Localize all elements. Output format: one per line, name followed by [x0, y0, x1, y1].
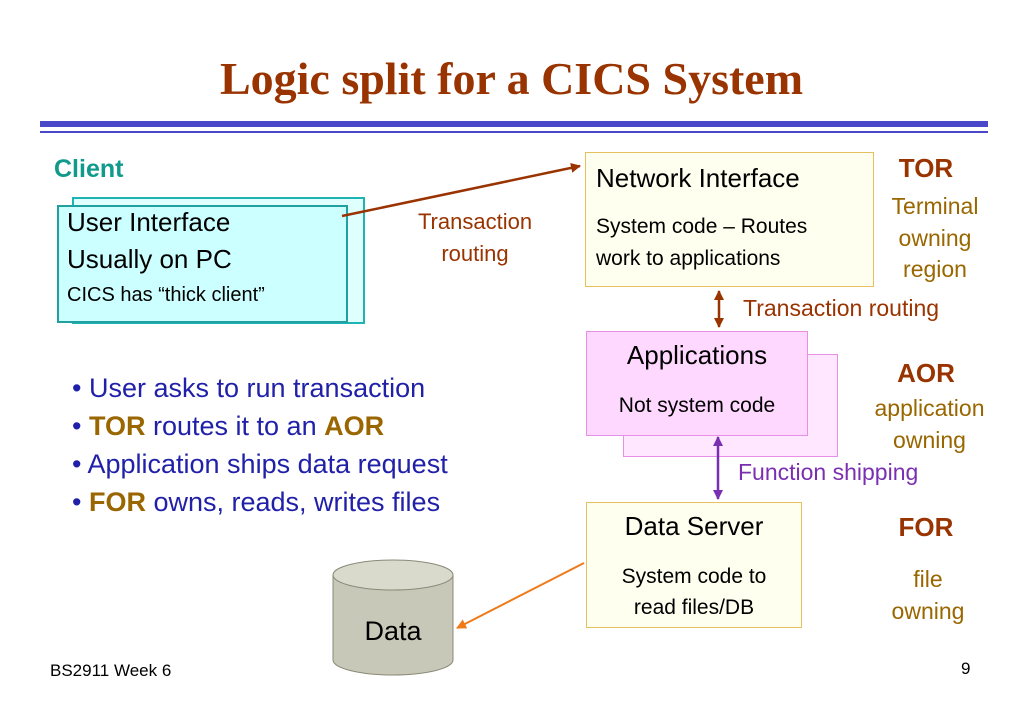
- data-server-desc-line2: read files/DB: [633, 596, 755, 619]
- for-abbr: FOR: [898, 512, 954, 542]
- bullet-marker: •: [72, 487, 82, 517]
- for-desc-line1: file: [913, 566, 943, 592]
- client-routing-label-line1: Transaction: [417, 209, 533, 234]
- bullet-item: • TOR routes it to an AOR: [72, 407, 448, 445]
- bullet-marker: •: [72, 373, 82, 403]
- network-interface-box: [585, 152, 874, 287]
- data-cylinder: [332, 559, 454, 676]
- bullet-marker: •: [72, 449, 82, 479]
- user-interface-location: Usually on PC: [67, 244, 232, 274]
- network-apps-routing-label: Transaction routing: [743, 295, 940, 321]
- user-interface-box: [57, 205, 348, 323]
- function-shipping-label: Function shipping: [738, 459, 919, 485]
- footer-course: BS2911 Week 6: [50, 661, 172, 680]
- tor-desc-line2: owning: [898, 224, 972, 251]
- client-label: Client: [54, 155, 124, 183]
- data-server-title: Data Server: [624, 511, 764, 541]
- aor-desc: application owning: [862, 393, 997, 456]
- network-interface-desc-line1: System code – Routes: [596, 215, 808, 238]
- bullet-text: routes it to an: [145, 411, 325, 441]
- bullet-item: • FOR owns, reads, writes files: [72, 483, 448, 521]
- for-desc-line2: owning: [891, 597, 965, 624]
- page-number: 9: [961, 659, 971, 678]
- bullet-keyword-tor: TOR: [88, 411, 146, 441]
- data-store-label: Data: [364, 616, 422, 646]
- user-interface-note: CICS has “thick client”: [67, 284, 265, 306]
- applications-box: [586, 331, 808, 436]
- network-interface-title: Network Interface: [596, 163, 800, 193]
- applications-desc: Not system code: [618, 394, 776, 417]
- tor-desc: Terminal owning region: [870, 191, 1000, 286]
- aor-desc-line2: owning: [893, 426, 966, 453]
- client-routing-label: Transaction routing: [395, 206, 555, 270]
- title-rule-thick: [40, 121, 988, 127]
- bullet-list: • User asks to run transaction • TOR rou…: [72, 369, 448, 521]
- arrow-client-to-network: [341, 162, 581, 218]
- page-title: Logic split for a CICS System: [219, 53, 804, 104]
- bullet-keyword-aor: AOR: [324, 411, 385, 441]
- tor-desc-line3: region: [903, 256, 967, 282]
- tor-desc-line1: Terminal: [891, 193, 979, 219]
- applications-title: Applications: [626, 340, 768, 370]
- user-interface-title: User Interface: [67, 207, 231, 237]
- bullet-item: • Application ships data request: [72, 445, 448, 483]
- aor-desc-line1: application: [874, 395, 985, 421]
- bullet-text: User asks to run transaction: [88, 373, 426, 403]
- bullet-text: owns, reads, writes files: [145, 487, 441, 517]
- bullet-marker: •: [72, 411, 82, 441]
- bullet-keyword-for: FOR: [88, 487, 146, 517]
- tor-abbr: TOR: [898, 153, 954, 183]
- client-routing-label-line2: routing: [441, 241, 509, 266]
- network-interface-desc-line2: work to applications: [596, 247, 781, 270]
- aor-abbr: AOR: [897, 358, 955, 388]
- arrow-data-server-to-data: [456, 562, 585, 629]
- title-rule-thin: [40, 131, 988, 133]
- bullet-text: Application ships data request: [87, 449, 448, 479]
- data-server-desc-line1: System code to: [621, 565, 767, 588]
- for-desc: file owning: [863, 564, 993, 627]
- data-server-box: [586, 502, 802, 628]
- bullet-item: • User asks to run transaction: [72, 369, 448, 407]
